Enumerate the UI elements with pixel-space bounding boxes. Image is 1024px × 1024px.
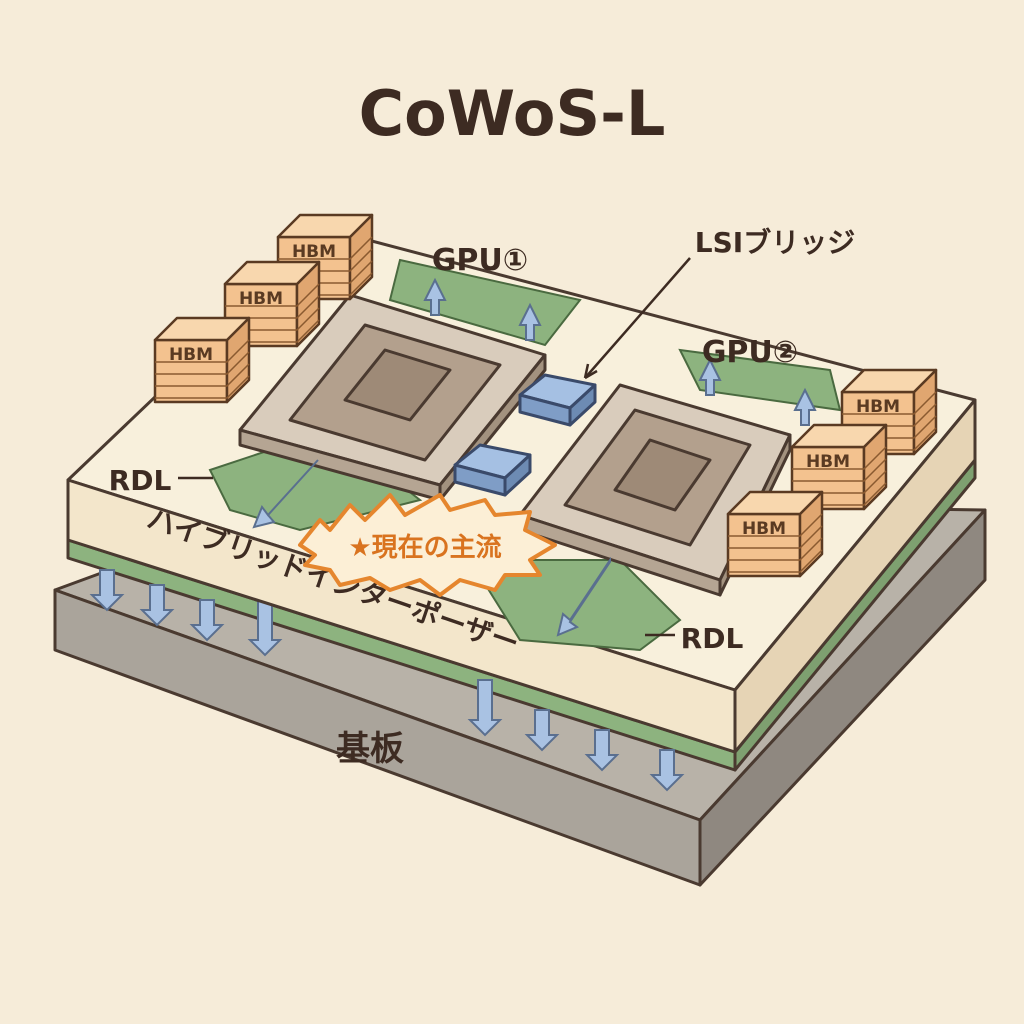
interposer-bottom-rdl [66, 458, 977, 772]
hbm-label: HBM [806, 452, 850, 472]
lsi-bridge-label: LSIブリッジ [695, 226, 855, 259]
hbm-label: HBM [169, 345, 213, 365]
lsi-bridges [453, 373, 597, 497]
through-via-arrows [89, 569, 685, 792]
rdl-left-label: RDL [109, 464, 172, 497]
signal-arrows [252, 277, 817, 637]
gpu-1-die [238, 293, 547, 502]
gpu-2-die [518, 383, 792, 597]
substrate-label: 基板 [336, 729, 404, 769]
hbm-label: HBM [239, 289, 283, 309]
rdl-right-label: RDL [681, 622, 744, 655]
gpu-2-label: GPU② [702, 335, 798, 370]
leader-lines [178, 257, 691, 637]
hbm-label: HBM [292, 242, 336, 262]
hbm-label: HBM [742, 519, 786, 539]
hbm-stacks: HBM HBM HBM HBM HBM HBM [153, 213, 938, 578]
gpu-1-label: GPU① [432, 243, 528, 278]
mainstream-badge-text: ★現在の主流 [348, 533, 501, 563]
hbm-stack: HBM [726, 490, 824, 578]
mainstream-badge: ★現在の主流 [298, 493, 557, 597]
hbm-stack: HBM [153, 316, 251, 404]
hbm-label: HBM [856, 397, 900, 417]
hbm-stack: HBM [790, 423, 888, 511]
diagram-title: CoWoS-L [359, 77, 666, 150]
